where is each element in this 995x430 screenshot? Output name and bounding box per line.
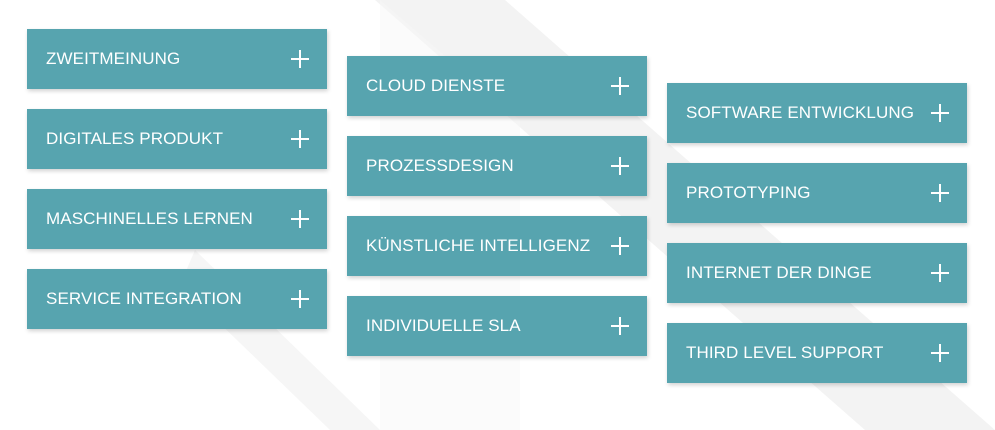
plus-icon[interactable] [931, 104, 949, 122]
plus-icon[interactable] [931, 344, 949, 362]
plus-icon[interactable] [611, 317, 629, 335]
plus-icon[interactable] [291, 290, 309, 308]
tile-label: MASCHINELLES LERNEN [46, 209, 253, 228]
plus-icon[interactable] [611, 237, 629, 255]
plus-icon[interactable] [291, 210, 309, 228]
tile-software-entwicklung[interactable]: SOFTWARE ENTWICKLUNG [667, 83, 967, 143]
tile-third-level-support[interactable]: THIRD LEVEL SUPPORT [667, 323, 967, 383]
tile-cloud-dienste[interactable]: CLOUD DIENSTE [347, 56, 647, 116]
plus-icon[interactable] [931, 184, 949, 202]
plus-icon[interactable] [611, 157, 629, 175]
tile-label: CLOUD DIENSTE [366, 76, 506, 95]
tile-individuelle-sla[interactable]: INDIVIDUELLE SLA [347, 296, 647, 356]
tile-label: SERVICE INTEGRATION [46, 289, 242, 308]
column-3: SOFTWARE ENTWICKLUNG PROTOTYPING INTERNE… [667, 83, 967, 383]
plus-icon[interactable] [291, 130, 309, 148]
tile-label: ZWEITMEINUNG [46, 49, 181, 68]
tile-kuenstliche-intelligenz[interactable]: KÜNSTLICHE INTELLIGENZ [347, 216, 647, 276]
tile-service-integration[interactable]: SERVICE INTEGRATION [27, 269, 327, 329]
column-1: ZWEITMEINUNG DIGITALES PRODUKT MASCHINEL… [27, 29, 327, 329]
tile-zweitmeinung[interactable]: ZWEITMEINUNG [27, 29, 327, 89]
tile-label: DIGITALES PRODUKT [46, 129, 224, 148]
tile-label: INDIVIDUELLE SLA [366, 316, 521, 335]
tile-label: INTERNET DER DINGE [686, 263, 872, 282]
tile-maschinelles-lernen[interactable]: MASCHINELLES LERNEN [27, 189, 327, 249]
tile-digitales-produkt[interactable]: DIGITALES PRODUKT [27, 109, 327, 169]
plus-icon[interactable] [291, 50, 309, 68]
tile-label: SOFTWARE ENTWICKLUNG [686, 103, 915, 122]
tile-internet-der-dinge[interactable]: INTERNET DER DINGE [667, 243, 967, 303]
tile-label: THIRD LEVEL SUPPORT [686, 343, 884, 362]
tile-prototyping[interactable]: PROTOTYPING [667, 163, 967, 223]
tile-label: PROTOTYPING [686, 183, 811, 202]
plus-icon[interactable] [611, 77, 629, 95]
column-2: CLOUD DIENSTE PROZESSDESIGN KÜNSTLICHE I… [347, 56, 647, 356]
tile-label: PROZESSDESIGN [366, 156, 514, 175]
tile-prozessdesign[interactable]: PROZESSDESIGN [347, 136, 647, 196]
plus-icon[interactable] [931, 264, 949, 282]
tile-label: KÜNSTLICHE INTELLIGENZ [366, 236, 591, 255]
